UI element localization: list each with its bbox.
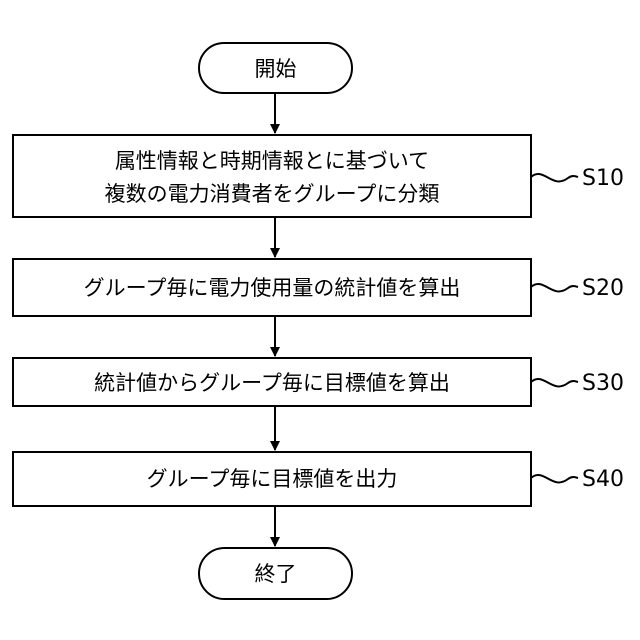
step-label-s10: S10 — [582, 166, 624, 191]
end-terminal: 終了 — [199, 548, 352, 599]
process-text-line: 属性情報と時期情報とに基づいて — [115, 149, 429, 173]
start-text: 開始 — [255, 57, 297, 81]
process-box-s20: グループ毎に電力使用量の統計値を算出 — [13, 259, 531, 316]
leader-line-s30 — [531, 379, 578, 386]
step-label-s30: S30 — [582, 371, 624, 396]
process-text-line: グループ毎に目標値を出力 — [147, 467, 398, 491]
step-label-s20: S20 — [582, 276, 624, 301]
step-label-s40: S40 — [582, 467, 624, 492]
end-text: 終了 — [255, 562, 297, 586]
leader-line-s20 — [531, 284, 578, 291]
leader-line-s40 — [531, 475, 578, 482]
process-text-line: グループ毎に電力使用量の統計値を算出 — [84, 276, 461, 300]
process-box-s40: グループ毎に目標値を出力 — [13, 452, 531, 506]
start-terminal: 開始 — [199, 43, 352, 93]
process-text-line: 統計値からグループ毎に目標値を算出 — [94, 371, 450, 395]
process-text-line: 複数の電力消費者をグループに分類 — [105, 182, 440, 206]
process-box-s10: 属性情報と時期情報とに基づいて 複数の電力消費者をグループに分類 — [13, 135, 531, 217]
process-box-s30: 統計値からグループ毎に目標値を算出 — [13, 358, 531, 406]
leader-line-s10 — [531, 174, 578, 181]
